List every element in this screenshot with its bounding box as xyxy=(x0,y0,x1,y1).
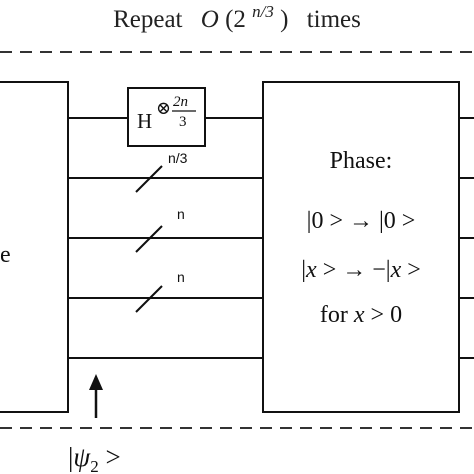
state-psi: ψ xyxy=(73,442,91,472)
state-ket: > xyxy=(99,442,121,472)
phase-box xyxy=(262,81,460,413)
bundle-slash-3 xyxy=(135,285,163,313)
phase-line-3: for x > 0 xyxy=(320,302,402,328)
hadamard-symbol: H xyxy=(137,109,152,133)
phase-line-2-pre: | xyxy=(301,257,306,283)
left-box xyxy=(0,81,69,413)
exponent-denominator: 3 xyxy=(179,114,187,130)
wire-label-n-2: n xyxy=(177,269,185,285)
close-paren: ) xyxy=(280,6,288,33)
exponent-numerator: 2n xyxy=(173,94,188,110)
wire-label-n-1: n xyxy=(177,206,185,222)
phase-line-1: |0 > → |0 > xyxy=(307,208,416,234)
phase-line-3-pre: for xyxy=(320,302,354,328)
state-bar: | xyxy=(68,442,73,472)
exponent: n/3 xyxy=(252,2,274,21)
tensor-symbol: ⊗ xyxy=(156,98,171,118)
phase-line-2: |x > → −|x > xyxy=(301,257,421,283)
wire-label-n-over-3: n/3 xyxy=(168,150,188,166)
phase-line-2-end: > xyxy=(401,257,421,283)
state-subscript: 2 xyxy=(90,457,99,474)
phase-title: Phase: xyxy=(330,148,393,174)
phase-line-2-post: > → −| xyxy=(317,257,391,283)
bundle-slash-2 xyxy=(135,225,163,253)
big-o-symbol: O xyxy=(201,6,219,33)
phase-line-3-var: x xyxy=(353,302,365,328)
state-label: |ψ2 > xyxy=(68,442,121,474)
phase-line-2-var2: x xyxy=(390,257,402,283)
phase-line-3-post: > 0 xyxy=(365,302,403,328)
repeat-word: Repeat xyxy=(113,6,182,33)
left-box-label: e xyxy=(0,242,11,268)
repeat-header: Repeat O (2 n/3 ) times xyxy=(113,0,361,33)
phase-line-2-var: x xyxy=(305,257,317,283)
bundle-slash-1 xyxy=(135,165,163,193)
open-paren-base: (2 xyxy=(225,6,246,33)
times-word: times xyxy=(307,6,361,33)
hadamard-gate-box xyxy=(127,87,206,147)
state-arrow-head xyxy=(89,374,103,390)
